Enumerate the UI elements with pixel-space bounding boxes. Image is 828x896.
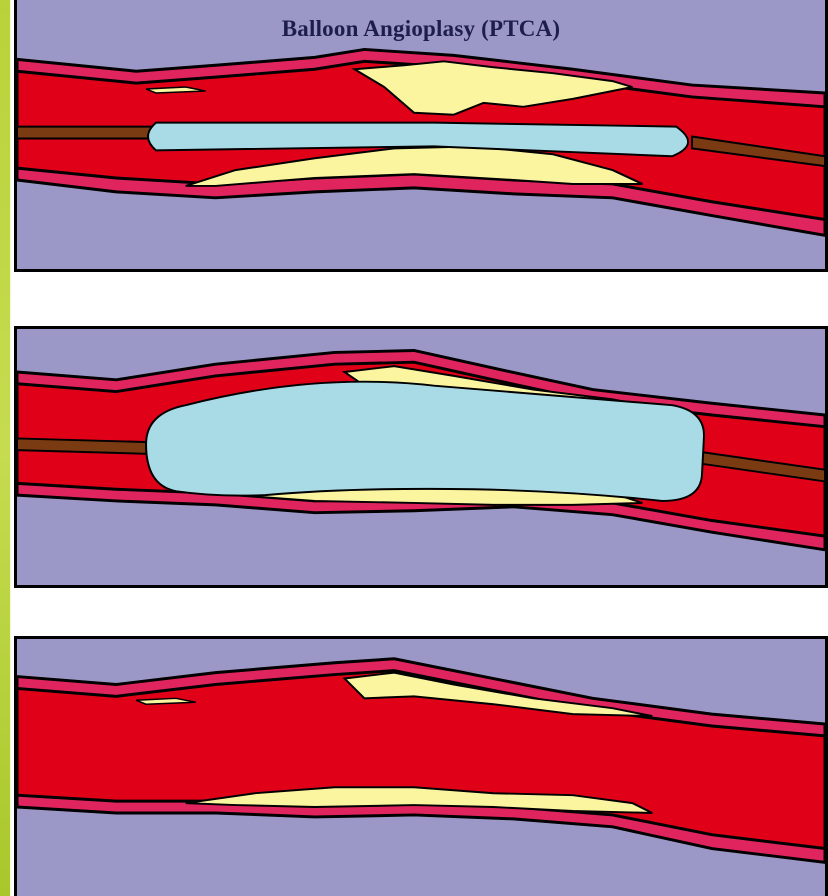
slide-accent-bar (0, 0, 10, 896)
stage-2-diagram (17, 329, 825, 585)
stage-3-diagram (17, 639, 825, 896)
diagram-title: Balloon Angioplasy (PTCA) (17, 16, 825, 42)
catheter-wire (17, 127, 156, 139)
catheter-wire (17, 438, 156, 454)
stage-1-panel: Balloon Angioplasy (PTCA) (14, 0, 828, 272)
stage-2-panel (14, 326, 828, 588)
stage-3-panel (14, 636, 828, 896)
